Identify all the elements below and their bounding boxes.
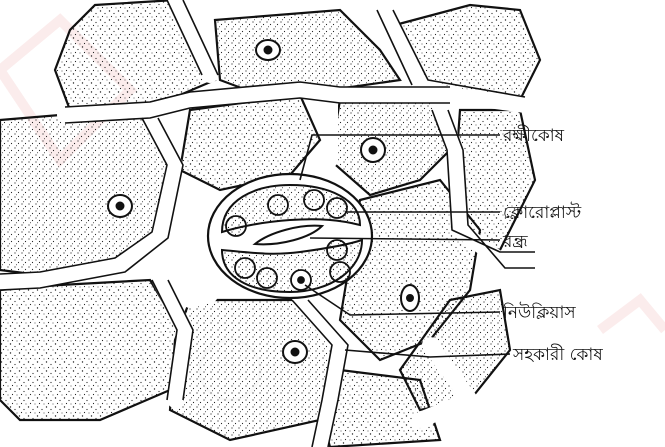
label-guard-cell: রক্ষীকোষ [502, 125, 565, 146]
label-subsidiary-cell: সহকারী কোষ [512, 344, 603, 365]
chloroplast [257, 268, 277, 288]
epidermal-cell [330, 100, 450, 195]
chloroplast [235, 258, 255, 278]
chloroplast [268, 195, 288, 215]
chloroplast [226, 216, 246, 236]
chloroplast [327, 198, 347, 218]
chloroplast [304, 190, 324, 210]
label-stoma-pore: রন্ধ্র [502, 232, 528, 252]
nucleus-icon [401, 285, 419, 311]
nucleus-icon [256, 40, 280, 60]
epidermal-cell [0, 280, 180, 420]
label-nucleus: নিউক্লিয়াস [502, 302, 576, 323]
label-chloroplast: ক্লোরোপ্লাস্ট [503, 202, 582, 223]
chloroplast [330, 262, 350, 282]
nucleus-icon [108, 195, 132, 217]
stoma-complex [208, 174, 372, 298]
nucleus-icon [361, 138, 385, 162]
chloroplast [327, 240, 347, 260]
nucleus-icon [283, 341, 307, 363]
